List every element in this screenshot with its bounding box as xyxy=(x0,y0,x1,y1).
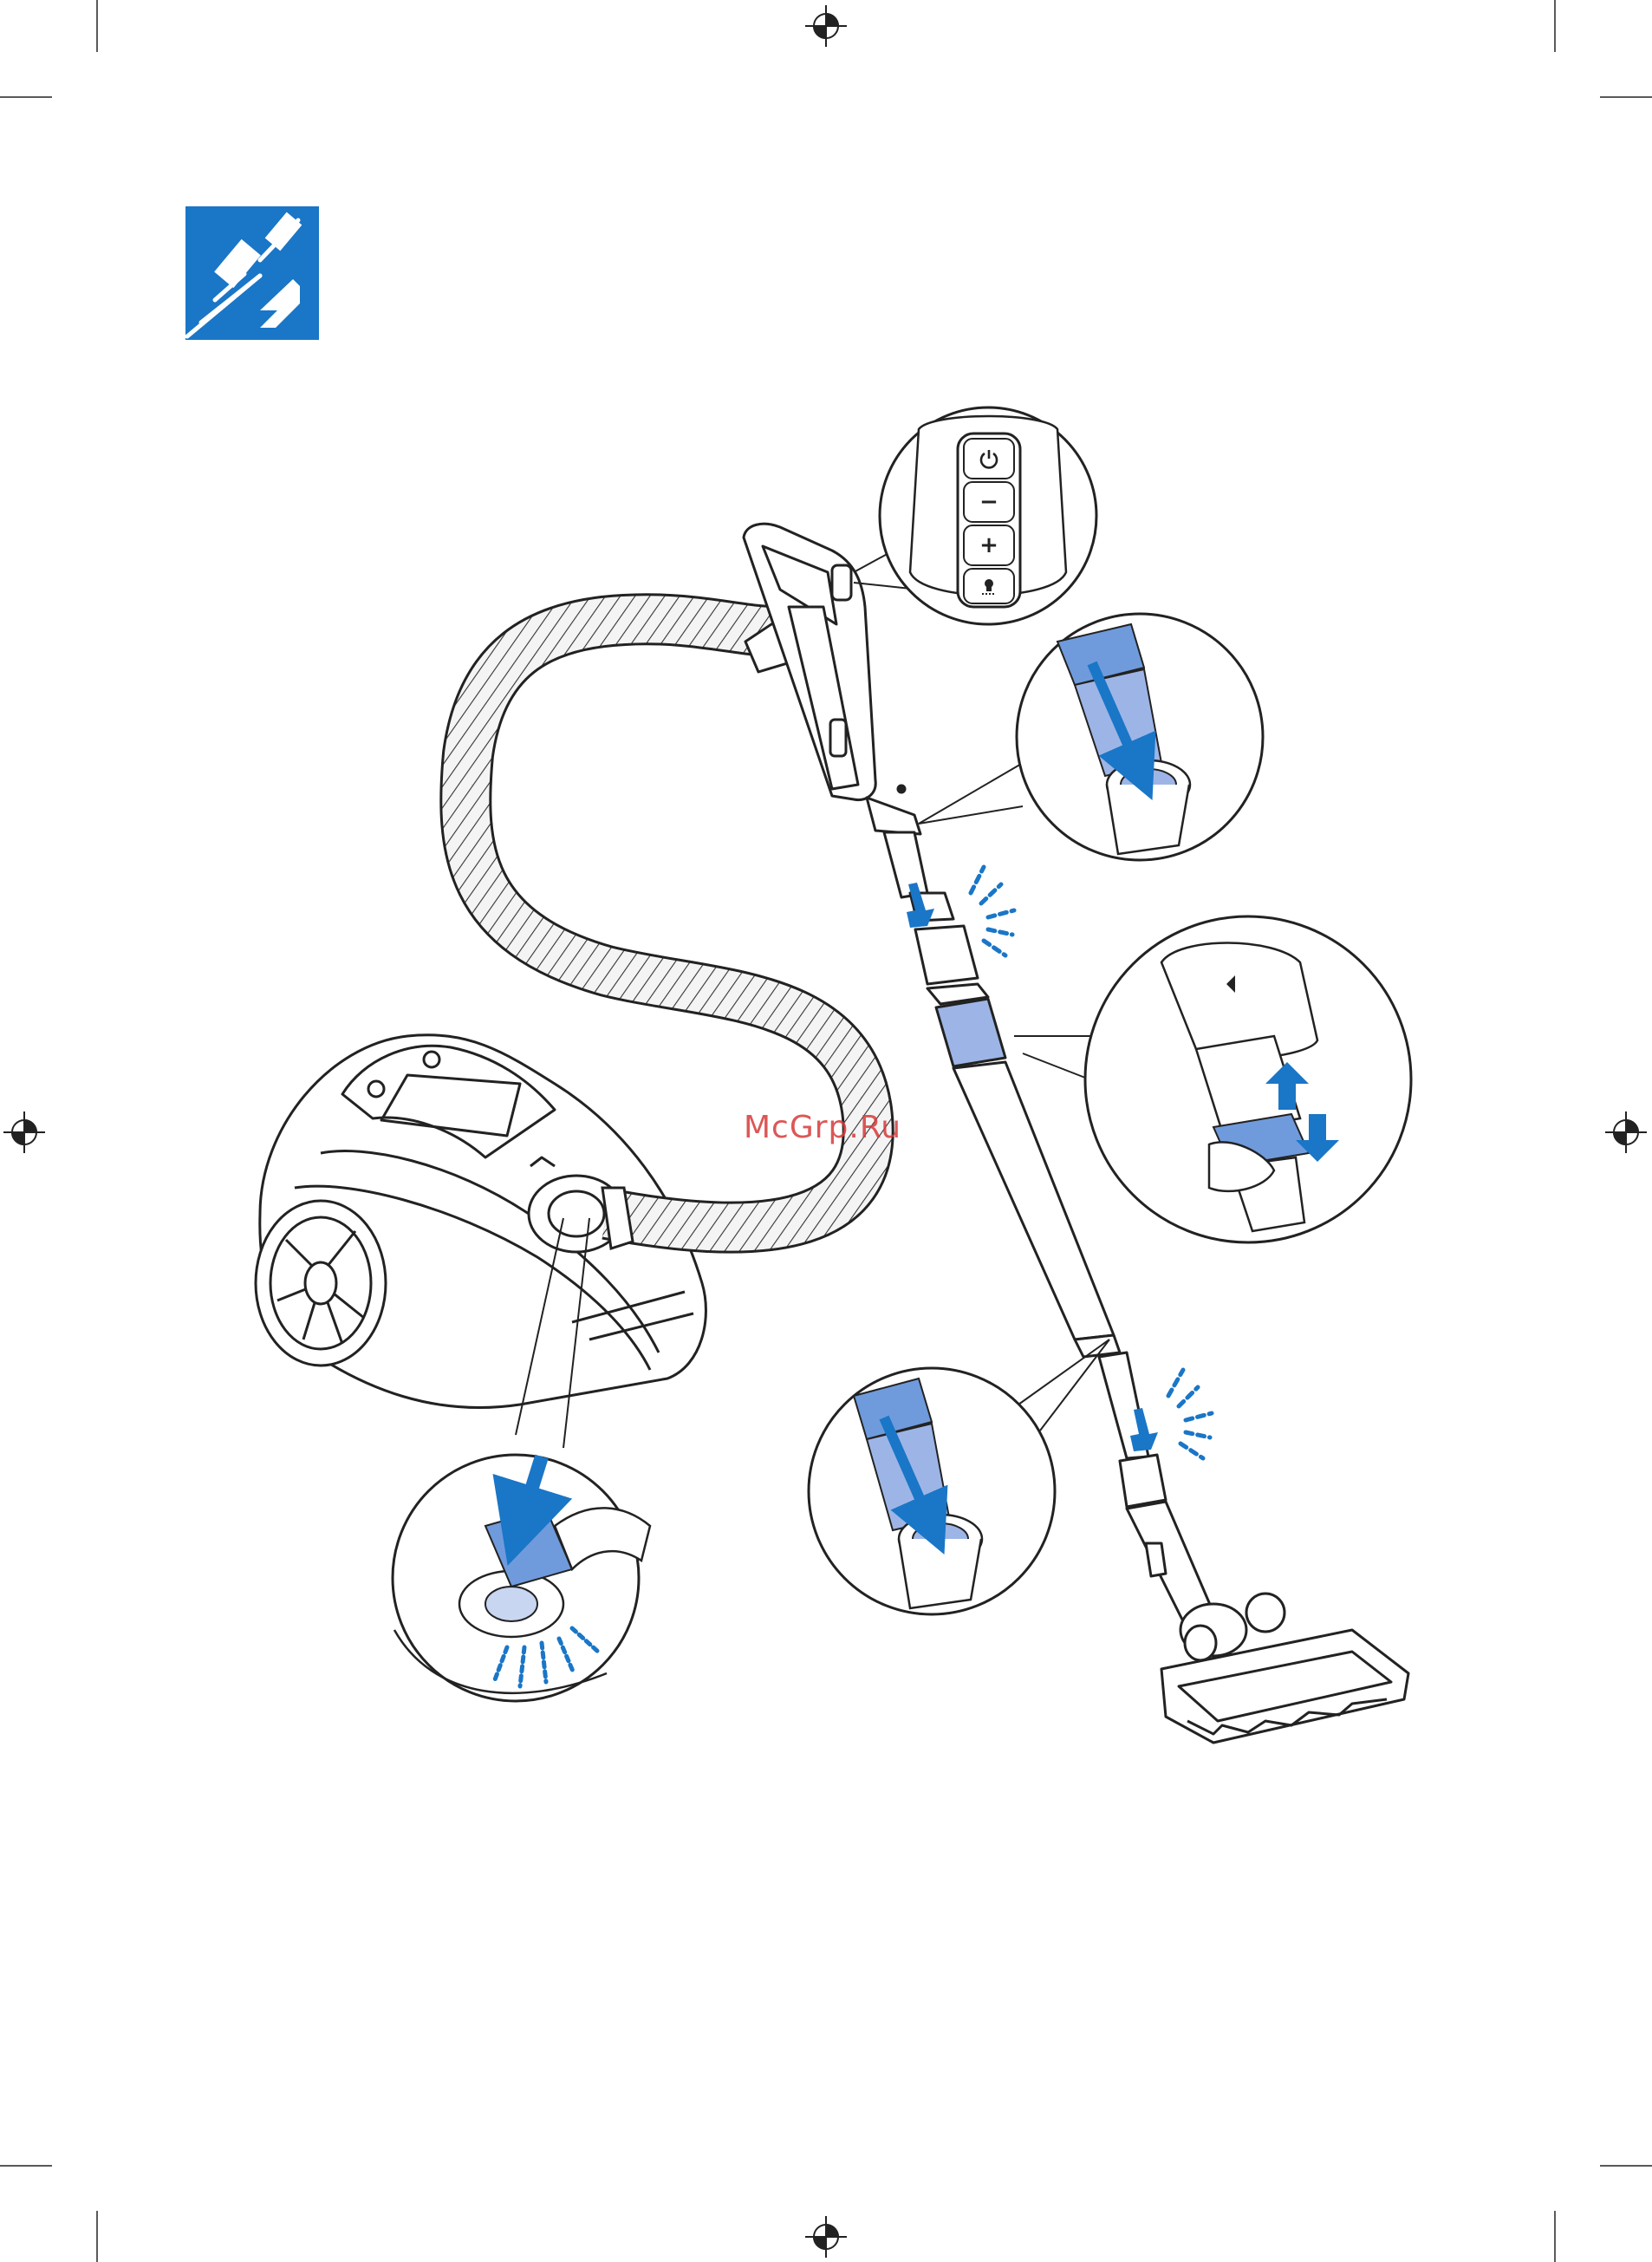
hose-assembly-icon xyxy=(185,206,319,340)
plus-label: + xyxy=(979,532,998,558)
registration-mark-bottom xyxy=(805,2216,847,2258)
light-icon xyxy=(978,575,1000,597)
detail-handle-tube-connection xyxy=(919,614,1263,860)
minus-label: − xyxy=(979,489,998,515)
registration-mark-top xyxy=(805,5,847,47)
power-decrease-button[interactable]: − xyxy=(964,482,1014,522)
click-marks-upper xyxy=(971,867,1014,955)
watermark: McGrp.Ru xyxy=(744,1110,926,1153)
registration-mark-right xyxy=(1605,1111,1647,1153)
power-button[interactable] xyxy=(964,439,1014,479)
detail-tube-nozzle-connection xyxy=(809,1340,1109,1614)
registration-mark-left xyxy=(3,1111,45,1153)
light-button[interactable] xyxy=(964,569,1014,603)
handle-button-panel: − + xyxy=(964,439,1014,603)
floor-nozzle xyxy=(1120,1455,1408,1743)
power-increase-button[interactable]: + xyxy=(964,525,1014,565)
detail-telescopic-adjust xyxy=(1014,916,1411,1242)
power-icon xyxy=(978,447,1000,470)
click-marks-lower xyxy=(1168,1370,1212,1458)
